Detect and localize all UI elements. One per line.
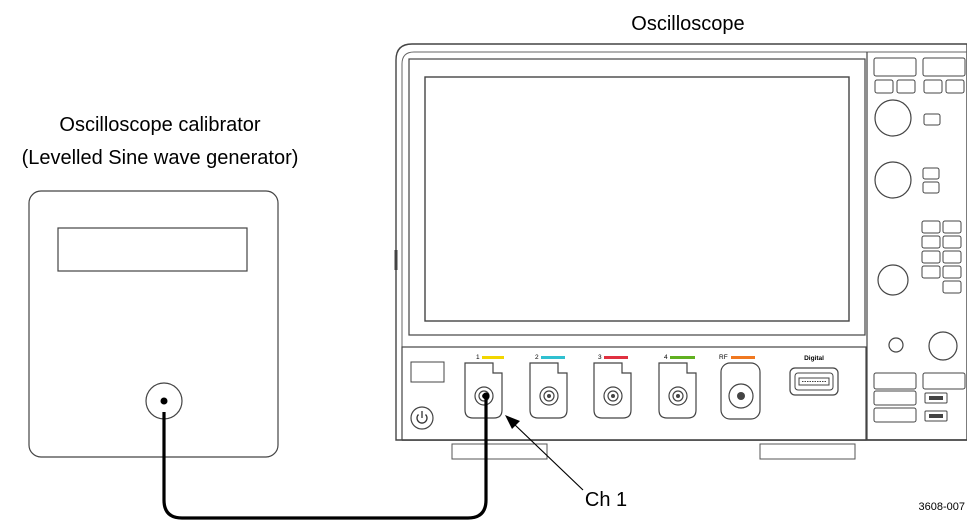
ch1-label: 1 <box>476 354 480 361</box>
ch2-input-connector[interactable] <box>529 362 568 419</box>
calibrator-display <box>57 227 248 272</box>
test-cable <box>162 396 488 520</box>
figure-id: 3608-007 <box>919 501 966 513</box>
calibrator-device <box>28 190 279 458</box>
osc-control-panel <box>873 57 966 423</box>
panel-knob[interactable] <box>877 264 909 296</box>
power-button[interactable] <box>410 406 434 430</box>
rf-color-bar <box>731 356 755 359</box>
ch4-input-connector[interactable] <box>658 362 697 419</box>
usb-port-icon <box>924 392 948 404</box>
osc-foot-left <box>451 443 548 460</box>
panel-button[interactable] <box>921 235 941 249</box>
ch3-input-connector[interactable] <box>593 362 632 419</box>
ch4-label: 4 <box>664 354 668 361</box>
panel-button[interactable] <box>942 220 962 234</box>
rf-input-connector[interactable] <box>720 362 761 420</box>
panel-button[interactable] <box>873 57 917 77</box>
panel-button[interactable] <box>873 372 917 390</box>
panel-small-knob[interactable] <box>888 337 904 353</box>
panel-button[interactable] <box>923 113 941 126</box>
usb-port-icon <box>924 410 948 422</box>
ch4-color-bar <box>670 356 695 359</box>
panel-button[interactable] <box>942 280 962 294</box>
cable-end-calibrator <box>160 397 168 405</box>
ch1-callout-arrow <box>505 415 584 491</box>
oscilloscope-label: Oscilloscope <box>631 13 744 35</box>
ch2-color-bar <box>541 356 565 359</box>
panel-button[interactable] <box>942 265 962 279</box>
ch2-label: 2 <box>535 354 539 361</box>
panel-button[interactable] <box>921 250 941 264</box>
oscilloscope-device: 1 2 3 4 RF Digital <box>394 43 967 460</box>
panel-button[interactable] <box>896 79 916 94</box>
digital-label: Digital <box>804 355 824 362</box>
panel-button[interactable] <box>923 79 943 94</box>
panel-button[interactable] <box>942 235 962 249</box>
panel-button[interactable] <box>873 390 917 406</box>
panel-knob[interactable] <box>874 161 912 199</box>
ch3-label: 3 <box>598 354 602 361</box>
rf-label: RF <box>719 354 728 361</box>
panel-button[interactable] <box>922 181 940 194</box>
osc-bezel <box>401 51 967 436</box>
panel-button[interactable] <box>922 57 966 77</box>
panel-button[interactable] <box>921 265 941 279</box>
ch3-color-bar <box>604 356 628 359</box>
power-icon <box>416 411 428 424</box>
panel-button[interactable] <box>922 372 966 390</box>
panel-button[interactable] <box>942 250 962 264</box>
panel-button[interactable] <box>945 79 965 94</box>
cable-end-ch1 <box>482 392 490 400</box>
digital-input-connector[interactable] <box>789 367 839 396</box>
calibrator-label-line2: (Levelled Sine wave generator) <box>22 147 299 169</box>
panel-knob[interactable] <box>928 331 958 361</box>
osc-model-badge <box>410 361 445 383</box>
panel-button[interactable] <box>922 167 940 180</box>
ch1-color-bar <box>482 356 504 359</box>
panel-button[interactable] <box>874 79 894 94</box>
osc-foot-right <box>759 443 856 460</box>
panel-knob[interactable] <box>874 99 912 137</box>
panel-button[interactable] <box>921 220 941 234</box>
channel-callout-label: Ch 1 <box>585 489 627 511</box>
calibrator-label-line1: Oscilloscope calibrator <box>59 114 261 136</box>
channel-label-strip: 1 2 3 4 RF Digital <box>476 354 824 362</box>
osc-display-screen <box>424 76 850 322</box>
panel-button[interactable] <box>873 407 917 423</box>
